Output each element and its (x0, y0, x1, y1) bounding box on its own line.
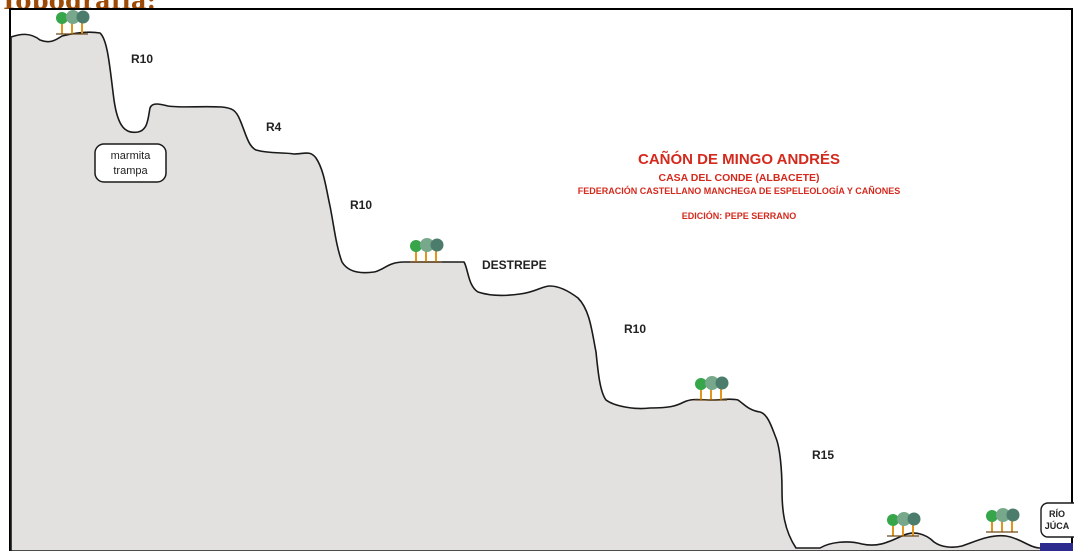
rio-label-line2: JÚCA (1045, 520, 1070, 531)
label-r10-second: R10 (350, 198, 372, 212)
label-r10-third: R10 (624, 322, 646, 336)
canyon-topography-diagram: R10 R4 R10 DESTREPE R10 R15 marmita tram… (9, 8, 1074, 551)
river-water (1040, 543, 1073, 551)
label-r10-first: R10 (131, 52, 153, 66)
tree-group-icon (56, 10, 90, 35)
rio-jucar-callout: RÍO JÚCA (1040, 502, 1074, 538)
label-destrepe: DESTREPE (482, 258, 547, 272)
tree-group-icon (410, 238, 444, 263)
marmita-trampa-callout: marmita trampa (94, 143, 167, 183)
label-r15: R15 (812, 448, 834, 462)
tree-group-icon (695, 376, 729, 401)
marmita-label-line2: trampa (113, 165, 148, 177)
title-sub-location: CASA DEL CONDE (ALBACETE) (658, 172, 819, 184)
title-edition: EDICIÓN: PEPE SERRANO (682, 210, 797, 221)
title-sub-federation: FEDERACIÓN CASTELLANO MANCHEGA DE ESPELE… (578, 185, 901, 196)
rio-label-line1: RÍO (1049, 509, 1065, 519)
marmita-label-line1: marmita (111, 150, 152, 162)
canyon-profile (10, 31, 1073, 551)
tree-group-icon (986, 508, 1020, 533)
title-main: CAÑÓN DE MINGO ANDRÉS (638, 150, 840, 168)
tree-group-icon (887, 512, 921, 537)
label-r4: R4 (266, 120, 282, 134)
